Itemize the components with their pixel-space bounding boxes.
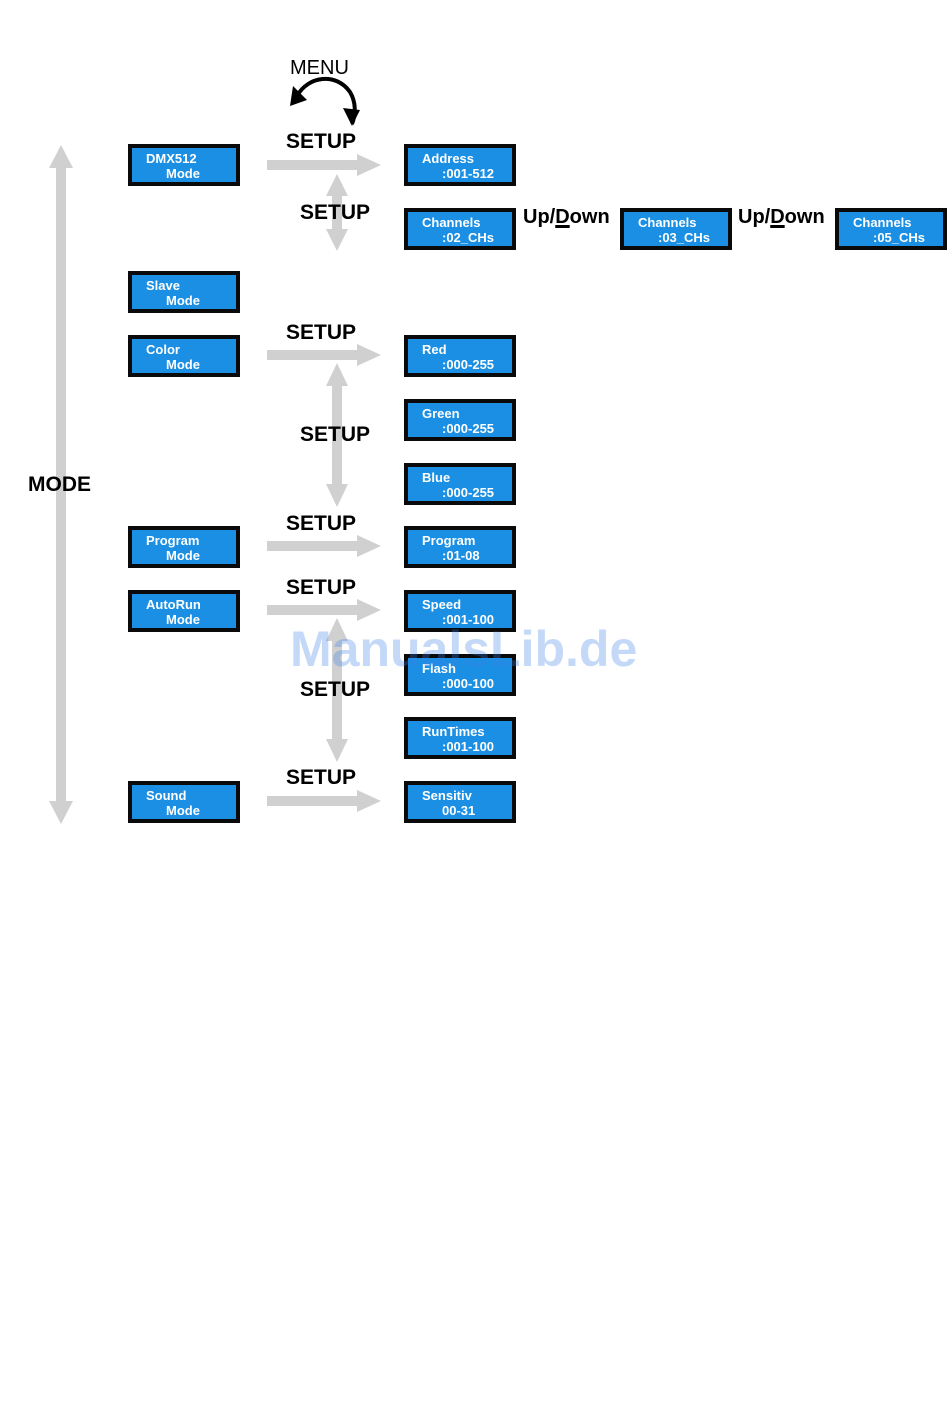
- updown-label: Up/Down: [738, 206, 825, 229]
- setup-label: SETUP: [286, 130, 357, 153]
- setup-arrow-dmx: [267, 154, 381, 176]
- lcd-green: Green:000-255: [404, 399, 516, 441]
- lcd-line1: Green: [422, 406, 460, 421]
- lcd-line1: Flash: [422, 661, 456, 676]
- lcd-line1: DMX512: [146, 151, 197, 166]
- lcd-line2: :000-100: [442, 676, 495, 691]
- setup-arrow-sound: [267, 790, 381, 812]
- lcd-line1: Sensitiv: [422, 788, 472, 803]
- updown-underlined-letter: D: [555, 206, 570, 228]
- updown-text: own: [784, 206, 825, 228]
- setup-arrow-color: [267, 344, 381, 366]
- lcd-line1: Color: [146, 342, 180, 357]
- lcd-line2: Mode: [166, 293, 200, 308]
- updown-text: Up/: [738, 206, 771, 228]
- lcd-channels-02: Channels:02_CHs: [404, 208, 516, 250]
- lcd-line2: :000-255: [442, 357, 495, 372]
- updown-underlined-letter: D: [770, 206, 785, 228]
- lcd-line2: Mode: [166, 166, 200, 181]
- lcd-channels-05: Channels:05_CHs: [835, 208, 947, 250]
- setup-label: SETUP: [286, 321, 357, 344]
- lcd-line1: Sound: [146, 788, 187, 803]
- setup-label: SETUP: [300, 201, 371, 224]
- setup-label: SETUP: [286, 766, 357, 789]
- lcd-line1: Address: [422, 151, 475, 166]
- lcd-line1: Channels: [422, 215, 481, 230]
- lcd-line2: Mode: [166, 548, 200, 563]
- lcd-line1: Slave: [146, 278, 180, 293]
- lcd-line1: Channels: [638, 215, 697, 230]
- lcd-line1: AutoRun: [146, 597, 201, 612]
- lcd-runtimes: RunTimes:001-100: [404, 717, 516, 759]
- lcd-line2: :02_CHs: [442, 230, 495, 245]
- setup-label: SETUP: [286, 512, 357, 535]
- lcd-line1: Speed: [422, 597, 462, 612]
- setup-vertical-arrow-autorun: [326, 618, 348, 762]
- setup-vertical-arrow-color: [326, 363, 348, 507]
- lcd-line2: Mode: [166, 612, 200, 627]
- lcd-channels-03: Channels:03_CHs: [620, 208, 732, 250]
- lcd-line2: :000-255: [442, 421, 495, 436]
- updown-text: Up/: [523, 206, 556, 228]
- setup-label: SETUP: [300, 678, 371, 701]
- lcd-program-range: Program:01-08: [404, 526, 516, 568]
- mode-label: MODE: [28, 473, 91, 496]
- mode-double-arrow: [49, 145, 73, 824]
- lcd-line2: :000-255: [442, 485, 495, 500]
- lcd-line2: Mode: [166, 357, 200, 372]
- lcd-line2: Mode: [166, 803, 200, 818]
- menu-label: MENU: [290, 57, 349, 79]
- lcd-speed: Speed:001-100: [404, 590, 516, 632]
- lcd-line2: :01-08: [442, 548, 480, 563]
- setup-arrow-program: [267, 535, 381, 557]
- setup-vertical-arrow-dmx: [326, 174, 348, 251]
- lcd-line2: :05_CHs: [873, 230, 926, 245]
- lcd-line2: :001-100: [442, 612, 495, 627]
- lcd-blue: Blue:000-255: [404, 463, 516, 505]
- setup-label: SETUP: [300, 423, 371, 446]
- lcd-address: Address:001-512: [404, 144, 516, 186]
- lcd-line2: :001-512: [442, 166, 495, 181]
- updown-label: Up/Down: [523, 206, 610, 229]
- lcd-line2: :001-100: [442, 739, 495, 754]
- lcd-red: Red:000-255: [404, 335, 516, 377]
- lcd-line1: Channels: [853, 215, 912, 230]
- updown-text: own: [569, 206, 610, 228]
- lcd-line1: Red: [422, 342, 447, 357]
- setup-arrow-autorun: [267, 599, 381, 621]
- setup-label: SETUP: [286, 576, 357, 599]
- lcd-line2: :03_CHs: [658, 230, 711, 245]
- lcd-line2: 00-31: [442, 803, 476, 818]
- menu-curved-arrow-icon: [290, 76, 360, 126]
- lcd-line1: Program: [146, 533, 200, 548]
- lcd-line1: Program: [422, 533, 476, 548]
- watermark: ManualsLib.de: [290, 621, 638, 677]
- lcd-line1: Blue: [422, 470, 451, 485]
- lcd-flash: Flash:000-100: [404, 654, 516, 696]
- lcd-line1: RunTimes: [422, 724, 485, 739]
